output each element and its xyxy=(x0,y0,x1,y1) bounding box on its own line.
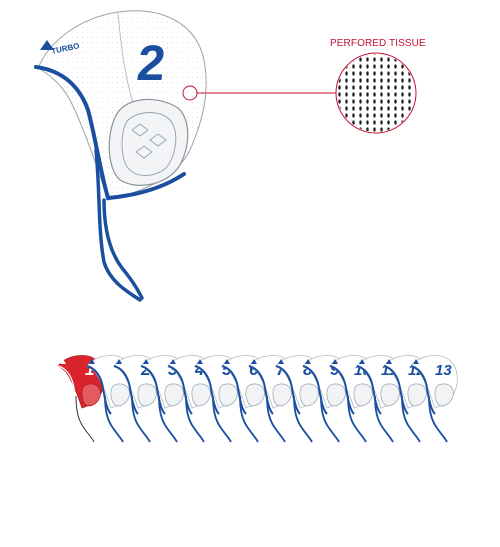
lineup-cap-number: 1 xyxy=(85,360,94,379)
lineup-cap-13: 13 xyxy=(410,355,458,443)
lineup-cap-number: 4 xyxy=(194,360,205,379)
brand-triangle-icon xyxy=(40,40,54,50)
brand-triangle-icon xyxy=(116,359,122,364)
hero-cap xyxy=(34,10,337,302)
brand-triangle-icon xyxy=(251,359,257,364)
hero-chin-strap xyxy=(94,148,142,302)
brand-triangle-icon xyxy=(197,359,203,364)
brand-triangle-icon xyxy=(278,359,284,364)
brand-triangle-icon xyxy=(386,359,392,364)
brand-triangle-icon xyxy=(413,359,419,364)
hero-ear-protector xyxy=(108,98,189,186)
brand-triangle-icon xyxy=(332,359,338,364)
brand-triangle-icon xyxy=(60,359,66,364)
hero-blue-trim xyxy=(34,65,186,201)
lineup-cap-number: 13 xyxy=(435,362,452,379)
lineup-cap-number: 2 xyxy=(140,360,151,379)
callout-label: PERFORED TISSUE xyxy=(330,38,426,49)
brand-triangle-icon xyxy=(170,359,176,364)
brand-triangle-icon xyxy=(224,359,230,364)
perforated-mesh-icon xyxy=(335,52,417,134)
brand-triangle-icon xyxy=(305,359,311,364)
hero-cap-number: 2 xyxy=(134,35,168,91)
brand-triangle-icon xyxy=(143,359,149,364)
brand-triangle-icon xyxy=(359,359,365,364)
brand-triangle-icon xyxy=(89,359,95,364)
cap-lineup: 12345678910111213 xyxy=(57,355,458,443)
